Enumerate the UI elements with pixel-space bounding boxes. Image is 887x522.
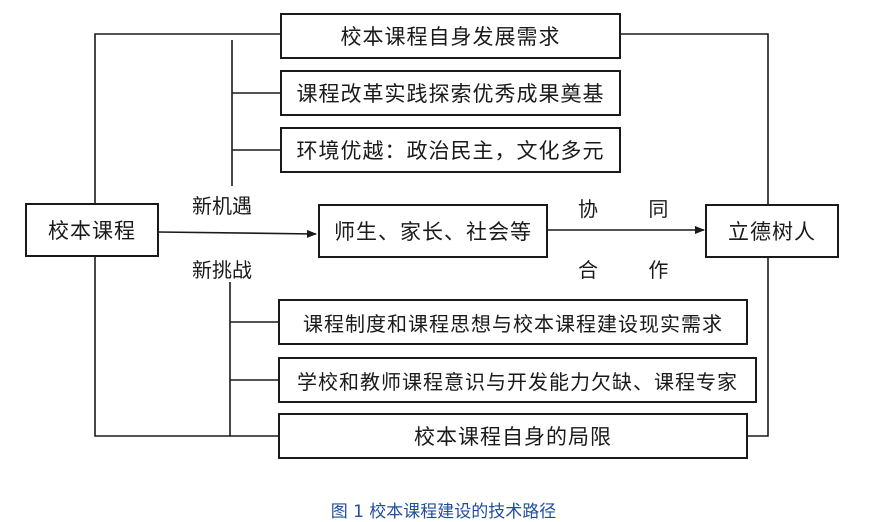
challenge-text-1: 课程制度和课程思想与校本课程建设现实需求 bbox=[303, 311, 723, 336]
outer-top-connector bbox=[94, 33, 280, 203]
right-bottom-connector bbox=[748, 258, 769, 437]
challenge-box-2: 学校和教师课程意识与开发能力欠缺、课程专家 bbox=[278, 357, 757, 403]
challenge-text-3: 校本课程自身的局限 bbox=[414, 425, 612, 449]
center-label: 师生、家长、社会等 bbox=[334, 220, 532, 244]
source-box: 校本课程 bbox=[25, 203, 159, 257]
cooperation-top-label: 协 同 bbox=[578, 197, 691, 221]
cooperation-bottom-label: 合 作 bbox=[578, 258, 691, 282]
opportunity-text-3: 环境优越：政治民主，文化多元 bbox=[296, 139, 605, 163]
challenge-label: 新挑战 bbox=[192, 258, 252, 282]
source-label: 校本课程 bbox=[48, 219, 136, 243]
arrow-source-to-center bbox=[157, 229, 317, 238]
opportunity-box-2: 课程改革实践探索优秀成果奠基 bbox=[280, 70, 621, 116]
center-box: 师生、家长、社会等 bbox=[318, 204, 548, 258]
opportunity-text-1: 校本课程自身发展需求 bbox=[340, 25, 561, 49]
outer-bottom-connector bbox=[94, 257, 278, 437]
challenge-text-2: 学校和教师课程意识与开发能力欠缺、课程专家 bbox=[297, 369, 738, 394]
target-label: 立德树人 bbox=[728, 220, 816, 244]
opportunity-label: 新机遇 bbox=[192, 194, 252, 218]
opportunity-box-1: 校本课程自身发展需求 bbox=[280, 13, 621, 59]
opportunity-box-3: 环境优越：政治民主，文化多元 bbox=[280, 127, 621, 173]
challenge-box-3: 校本课程自身的局限 bbox=[278, 413, 748, 459]
challenge-box-1: 课程制度和课程思想与校本课程建设现实需求 bbox=[278, 299, 748, 345]
right-top-connector bbox=[621, 33, 769, 205]
target-box: 立德树人 bbox=[705, 204, 839, 258]
opportunity-text-2: 课程改革实践探索优秀成果奠基 bbox=[296, 82, 605, 106]
figure-caption: 图 1 校本课程建设的技术路径 bbox=[330, 502, 557, 522]
